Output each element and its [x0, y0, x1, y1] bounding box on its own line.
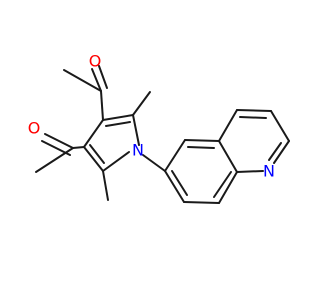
bond-upper-carbonyl-oxygen-b	[98, 65, 108, 89]
bond-quinoline-c5-c4a	[184, 139, 220, 142]
bond-quinoline-c4a-c8a	[218, 140, 238, 173]
bond-upper-carbonyl-oxygen-a	[91, 68, 102, 92]
bond-pyrrole-n1-c2	[102, 151, 130, 172]
bond-quinoline-c2-n1-inner	[268, 142, 282, 161]
bond-left-carbonyl-ring	[72, 146, 85, 149]
bond-pyrrole-top-methyl	[132, 91, 151, 116]
bond-quinoline-c4-c3-inner	[239, 116, 267, 119]
bond-quinoline-c6-c5	[164, 139, 186, 172]
bond-quinoline-c4-c3	[236, 109, 272, 112]
bond-pyrrole-c4-c5-a	[102, 114, 134, 121]
bond-upper-carbonyl-ring	[100, 90, 104, 121]
bond-pyrrole-c3-c4	[83, 119, 104, 148]
bond-left-carbonyl-oxygen-a	[44, 133, 74, 149]
bond-quinoline-c2-n1	[273, 140, 290, 164]
bond-pyrrole-c2-c3-a	[83, 146, 104, 172]
nitrogen-atom-label-quinoline: N	[263, 162, 275, 181]
bond-quinoline-c8a-c8	[218, 171, 238, 204]
bond-quinoline-c3-c2	[270, 110, 290, 142]
bond-quinoline-n1-c8a	[236, 170, 264, 173]
bond-left-methyl-carbonyl	[35, 147, 74, 173]
nitrogen-atom-label-pyrrole: N	[132, 141, 144, 160]
bond-quinoline-c7-c6	[164, 170, 185, 203]
oxygen-atom-label-upper: O	[89, 52, 102, 71]
bond-pyrrole-bottom-methyl	[102, 170, 109, 201]
bond-quinoline-c8-c7	[183, 201, 220, 204]
bond-quinoline-c5-c4a-inner	[187, 146, 215, 149]
bond-quinoline-c8a-c8-inner	[213, 171, 232, 198]
bond-pyrrole-c5-n1	[132, 114, 140, 146]
bond-quinoline-c7-c6-inner	[171, 170, 188, 196]
bond-left-carbonyl-oxygen-b	[41, 140, 71, 156]
bond-pyrrole-c2-c3-b	[89, 144, 105, 164]
bond-upper-methyl-carbonyl	[63, 69, 102, 92]
bond-pyrrole-c4-c5-b	[105, 121, 131, 127]
bond-pyrrole-n-to-quinoline	[142, 154, 166, 172]
bond-quinoline-c4a-c4	[218, 109, 238, 142]
oxygen-atom-label-left: O	[28, 119, 41, 138]
molecule-structure-diagram: O O N N	[28, 52, 290, 204]
